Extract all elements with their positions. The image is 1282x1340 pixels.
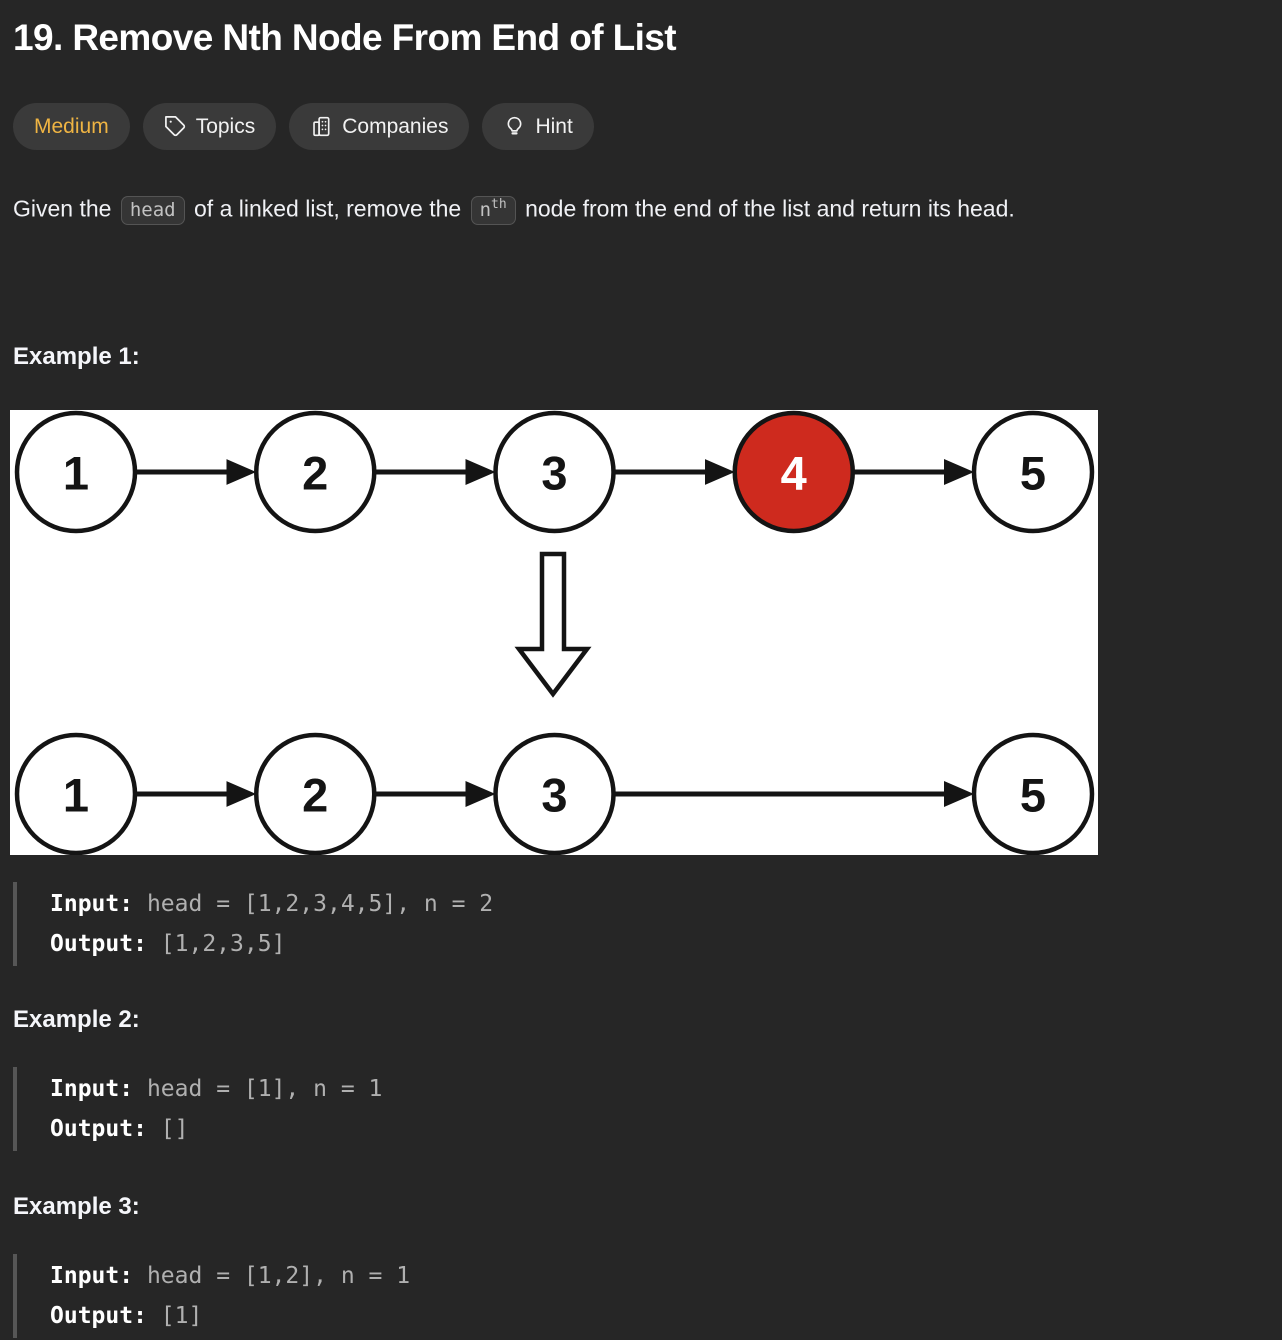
svg-text:1: 1 [63, 447, 89, 500]
svg-text:4: 4 [781, 447, 807, 500]
description-text: Given the [13, 195, 118, 222]
difficulty-label: Medium [34, 114, 109, 138]
linked-list-diagram[interactable]: 1 2 3 4 5 1 2 3 5 [10, 410, 1098, 856]
input-label: Input: [50, 891, 134, 918]
svg-text:3: 3 [541, 769, 567, 822]
input-line: Input: head = [1], n = 1 [50, 1069, 1266, 1109]
hint-label: Hint [535, 114, 573, 138]
svg-text:5: 5 [1020, 447, 1046, 500]
input-value: head = [1,2], n = 1 [146, 1263, 411, 1290]
svg-text:1: 1 [63, 769, 89, 822]
svg-text:3: 3 [541, 447, 567, 500]
tag-icon [164, 115, 187, 138]
example-2-heading: Example 2: [13, 1006, 140, 1034]
inline-code-head: head [120, 196, 185, 226]
description-text: of a linked list, remove the [187, 195, 468, 222]
problem-description: Given the head of a linked list, remove … [13, 188, 1266, 228]
output-value: [1] [160, 1303, 203, 1330]
page-title: 19. Remove Nth Node From End of List [13, 17, 677, 58]
input-value: head = [1], n = 1 [146, 1076, 383, 1103]
inline-code-nth: nth [470, 196, 516, 226]
example-3-heading: Example 3: [13, 1193, 140, 1221]
output-value: [] [160, 1116, 189, 1143]
input-label: Input: [50, 1076, 134, 1103]
input-value: head = [1,2,3,4,5], n = 2 [146, 891, 494, 918]
output-line: Output: [] [50, 1109, 1266, 1149]
output-value: [1,2,3,5] [160, 931, 286, 958]
topics-label: Topics [195, 114, 256, 138]
companies-button[interactable]: Companies [289, 103, 470, 150]
diagram-content: 1 2 3 4 5 1 2 3 5 [14, 411, 1095, 856]
tag-row: Medium Topics [13, 103, 1266, 150]
output-line: Output: [1,2,3,5] [50, 924, 1266, 964]
svg-text:5: 5 [1020, 769, 1046, 822]
lightbulb-icon [503, 115, 526, 138]
output-label: Output: [50, 1116, 147, 1143]
example-1-heading: Example 1: [13, 343, 140, 371]
svg-text:2: 2 [302, 447, 328, 500]
input-label: Input: [50, 1263, 134, 1290]
output-label: Output: [50, 1303, 147, 1330]
output-line: Output: [1] [50, 1296, 1266, 1336]
hint-button[interactable]: Hint [482, 103, 594, 150]
description-text: node from the end of the list and return… [518, 195, 1015, 222]
building-icon [310, 115, 333, 138]
input-line: Input: head = [1,2,3,4,5], n = 2 [50, 884, 1266, 924]
svg-text:2: 2 [302, 769, 328, 822]
input-line: Input: head = [1,2], n = 1 [50, 1256, 1266, 1296]
companies-label: Companies [342, 114, 449, 138]
difficulty-badge[interactable]: Medium [13, 103, 130, 150]
output-label: Output: [50, 931, 147, 958]
topics-button[interactable]: Topics [142, 103, 277, 150]
